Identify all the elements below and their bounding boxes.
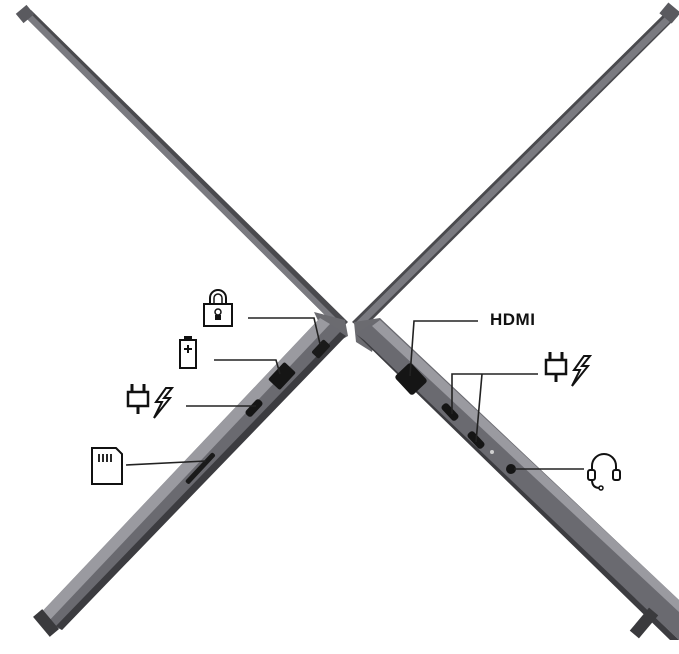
right-usb-c-port-1: [441, 403, 459, 421]
battery-callout-line: [214, 359, 281, 375]
left-battery-led-port: [268, 362, 296, 390]
lock-callout-line: [248, 317, 321, 345]
power-thunderbolt-icon-right: [544, 352, 593, 387]
right-laptop-base: [356, 318, 679, 640]
headset-icon: [587, 453, 621, 491]
hdmi-callout-line: [409, 320, 478, 377]
left-usb-c-port: [245, 399, 263, 417]
battery-icon: [179, 336, 197, 369]
power-thunderbolt-icon-left: [126, 384, 175, 419]
power-right-callout-line-2: [475, 373, 483, 443]
left-lock-slot: [312, 339, 330, 359]
right-laptop: [352, 2, 679, 640]
right-indicator-led: [490, 450, 494, 454]
right-audio-jack: [506, 464, 516, 474]
callout-lines: [125, 317, 584, 470]
sd-card-icon: [91, 447, 123, 485]
power-right-callout-line: [451, 373, 538, 414]
right-hdmi-port: [395, 363, 427, 395]
hdmi-label: HDMI: [490, 310, 536, 329]
sd-card-callout-line: [125, 460, 207, 466]
left-laptop: [15, 4, 348, 637]
lock-icon: [203, 289, 233, 327]
left-sd-card-slot: [185, 452, 216, 484]
